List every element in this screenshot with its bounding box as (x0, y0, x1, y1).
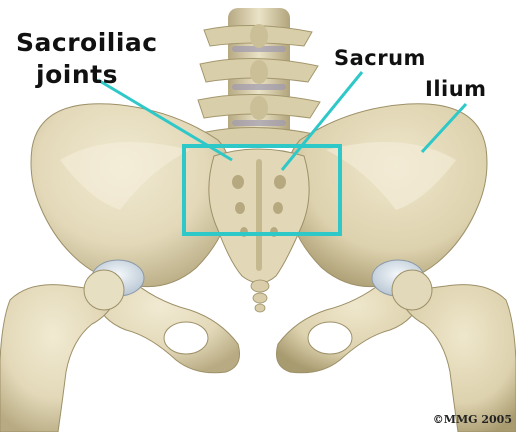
copyright-text: ©MMG 2005 (433, 413, 512, 426)
label-sacrum: Sacrum (334, 46, 426, 70)
sacrum (209, 149, 309, 312)
label-joints: joints (36, 60, 118, 89)
lumbar-spine (198, 8, 320, 148)
label-sacroiliac: Sacroiliac (16, 28, 158, 57)
label-ilium: Ilium (425, 77, 487, 101)
